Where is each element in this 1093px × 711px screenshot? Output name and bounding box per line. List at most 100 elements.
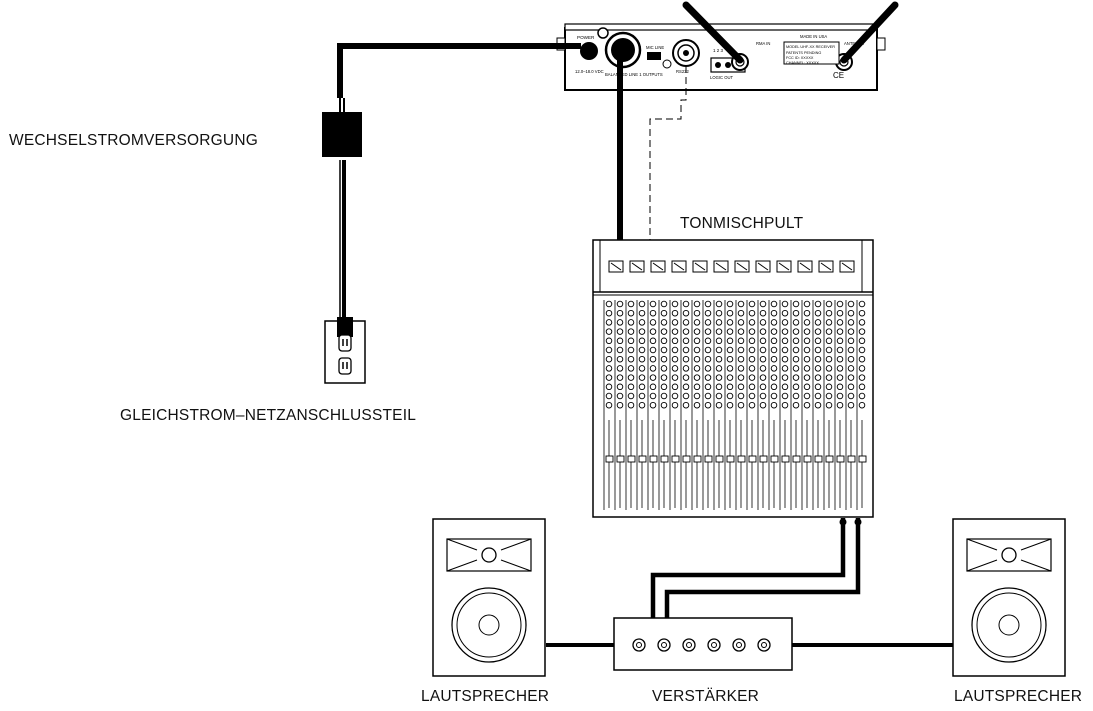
- mixer-knob-icon: [737, 392, 745, 400]
- mixer-knob-icon: [759, 392, 767, 400]
- mixer-knob-icon: [792, 337, 800, 345]
- mixer-fader-icon: [858, 455, 867, 463]
- mixer-knob-icon: [638, 300, 646, 308]
- mixer-knob-icon: [781, 365, 789, 372]
- mixer-knob-icon: [748, 309, 756, 317]
- mixer-fader-icon: [770, 455, 779, 463]
- mixer-knob-icon: [605, 346, 613, 354]
- mixer-knob-icon: [682, 401, 690, 409]
- mixer-knob-icon: [737, 401, 745, 409]
- receiver-fcc-text: FCC ID: XXXXX: [786, 56, 814, 60]
- mixer-knob-icon: [748, 374, 756, 381]
- mixer-knob-icon: [836, 401, 844, 409]
- mixer-fader-icon: [682, 455, 691, 463]
- mixer-knob-icon: [748, 346, 756, 354]
- mixer-knob-icon: [704, 401, 712, 409]
- mixer-knob-icon: [682, 328, 690, 335]
- mixer-knob-icon: [704, 309, 712, 317]
- mixer-meter-icon: [734, 260, 750, 273]
- mixer-knob-icon: [693, 346, 701, 354]
- mixer-fader-icon: [704, 455, 713, 463]
- mixer-knob-icon: [715, 309, 723, 317]
- mixer-knob-icon: [682, 319, 690, 326]
- mixer-knob-icon: [715, 392, 723, 400]
- mixer-knob-icon: [671, 337, 679, 345]
- power-cable: [337, 43, 581, 322]
- power-switch-icon: [597, 27, 609, 39]
- antenna-a-icon: [682, 1, 744, 64]
- mixer-knob-icon: [715, 383, 723, 391]
- mixer-knob-icon: [726, 392, 734, 400]
- mixer-knob-icon: [616, 319, 624, 326]
- mixer-knob-icon: [649, 337, 657, 345]
- mixer-knob-icon: [627, 337, 635, 345]
- mixer-knob-icon: [748, 392, 756, 400]
- mixer-knob-icon: [847, 300, 855, 308]
- mixer-knob-icon: [682, 374, 690, 381]
- mixer-knob-icon: [858, 309, 866, 317]
- mixer-knob-icon: [616, 346, 624, 354]
- mixer-knob-icon: [737, 309, 745, 317]
- mixer-knob-icon: [759, 337, 767, 345]
- mixer-knob-icon: [825, 309, 833, 317]
- mixer-knob-icon: [748, 300, 756, 308]
- mixer-knob-icon: [671, 319, 679, 326]
- mixer-knob-icon: [847, 309, 855, 317]
- mixer-knob-icon: [605, 309, 613, 317]
- mixer-knob-icon: [693, 328, 701, 335]
- mixer-fader-icon: [781, 455, 790, 463]
- mixer-knob-icon: [803, 319, 811, 326]
- mixer-knob-icon: [847, 365, 855, 372]
- mixer-knob-icon: [858, 346, 866, 354]
- logic-cable-dashed: [649, 66, 687, 240]
- mixer-knob-icon: [825, 401, 833, 409]
- mixer-fader-icon: [737, 455, 746, 463]
- mixer-knob-icon: [638, 374, 646, 381]
- mixer-knob-icon: [748, 383, 756, 391]
- mixer-knob-icon: [858, 328, 866, 335]
- mixer-channel-strip: [845, 300, 856, 510]
- mixer-knob-icon: [770, 383, 778, 391]
- mixer-knob-icon: [693, 365, 701, 372]
- mixer-knob-icon: [847, 355, 855, 363]
- amplifier-jack-icon: [657, 638, 671, 652]
- mixer-knob-icon: [616, 337, 624, 345]
- outlet-socket-top-icon: [338, 334, 352, 352]
- mixer-knob-icon: [825, 337, 833, 345]
- mixer-knob-icon: [660, 383, 668, 391]
- amplifier-label: VERSTÄRKER: [652, 688, 760, 705]
- mixer-knob-icon: [836, 346, 844, 354]
- mixer-knob-icon: [858, 401, 866, 409]
- mixer-knob-icon: [770, 401, 778, 409]
- amplifier-jack-icon: [707, 638, 721, 652]
- speaker-left-label: LAUTSPRECHER: [421, 688, 550, 705]
- mixer-knob-icon: [814, 319, 822, 326]
- mixer-knob-icon: [693, 392, 701, 400]
- mixer-knob-icon: [858, 374, 866, 381]
- mixer-knob-icon: [693, 374, 701, 381]
- mixer-channel-strip: [735, 300, 746, 510]
- mixer-knob-icon: [605, 319, 613, 326]
- mixer-knob-icon: [814, 355, 822, 363]
- mixer-meter-icon: [650, 260, 666, 273]
- mixer-knob-icon: [803, 365, 811, 372]
- mixer-channel-strip: [746, 300, 757, 510]
- mixer-knob-icon: [627, 392, 635, 400]
- mixer-knob-icon: [671, 365, 679, 372]
- mixer-meter-icon: [797, 260, 813, 273]
- mixer-knob-icon: [682, 346, 690, 354]
- mixer-knob-icon: [737, 319, 745, 326]
- mixer-channel-strip: [768, 300, 779, 510]
- mixer-knob-icon: [649, 374, 657, 381]
- mixer-knob-icon: [781, 337, 789, 345]
- mixer-knob-icon: [825, 355, 833, 363]
- mixer-knob-icon: [671, 355, 679, 363]
- mixer-knob-icon: [847, 346, 855, 354]
- mixer-channel-strip: [724, 300, 735, 510]
- mixer-knob-icon: [715, 328, 723, 335]
- mixer-knob-icon: [671, 374, 679, 381]
- mixer-knob-icon: [605, 383, 613, 391]
- mixer-knob-icon: [847, 374, 855, 381]
- mixer-knob-icon: [638, 337, 646, 345]
- mixer-knob-icon: [792, 374, 800, 381]
